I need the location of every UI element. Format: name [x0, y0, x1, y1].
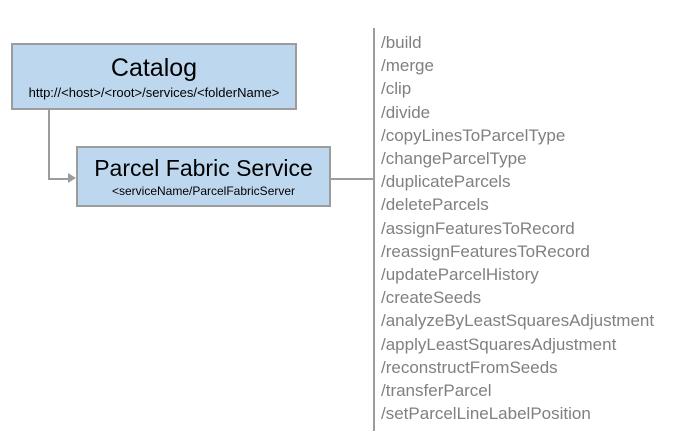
operations-list-divider [373, 28, 375, 431]
connector-catalog-vertical [48, 110, 50, 180]
operation-item[interactable]: /duplicateParcels [381, 172, 511, 192]
node-catalog: Catalog http://<host>/<root>/services/<f… [11, 43, 297, 110]
operation-item[interactable]: /clip [381, 79, 412, 99]
operation-item[interactable]: /reconstructFromSeeds [381, 357, 558, 377]
connector-catalog-horizontal [48, 178, 69, 180]
operations-list: /build/merge/clip/divide/copyLinesToParc… [381, 31, 681, 425]
operation-item[interactable]: /analyzeByLeastSquaresAdjustment [381, 311, 655, 331]
connector-service-to-operations [331, 178, 374, 180]
operation-item[interactable]: /reassignFeaturesToRecord [381, 241, 590, 261]
node-parcel-fabric-service-subtitle: <serviceName/ParcelFabricServer [111, 184, 296, 198]
operation-item[interactable]: /updateParcelHistory [381, 265, 539, 285]
node-parcel-fabric-service: Parcel Fabric Service <serviceName/Parce… [76, 146, 331, 207]
operation-item[interactable]: /merge [381, 56, 434, 76]
node-catalog-subtitle: http://<host>/<root>/services/<folderNam… [28, 85, 280, 100]
operation-item[interactable]: /deleteParcels [381, 195, 489, 215]
operation-item[interactable]: /transferParcel [381, 381, 492, 401]
operation-item[interactable]: /changeParcelType [381, 149, 527, 169]
operation-item[interactable]: /build [381, 33, 422, 52]
node-parcel-fabric-service-title: Parcel Fabric Service [94, 155, 313, 181]
operation-item[interactable]: /createSeeds [381, 288, 482, 308]
operation-item[interactable]: /divide [381, 102, 431, 122]
operation-item[interactable]: /assignFeaturesToRecord [381, 218, 575, 238]
node-catalog-title: Catalog [110, 54, 198, 82]
operation-item[interactable]: /setParcelLineLabelPosition [381, 404, 591, 424]
operation-item[interactable]: /applyLeastSquaresAdjustment [381, 334, 617, 354]
arrowhead-icon [68, 173, 76, 183]
operation-item[interactable]: /copyLinesToParcelType [381, 125, 566, 145]
